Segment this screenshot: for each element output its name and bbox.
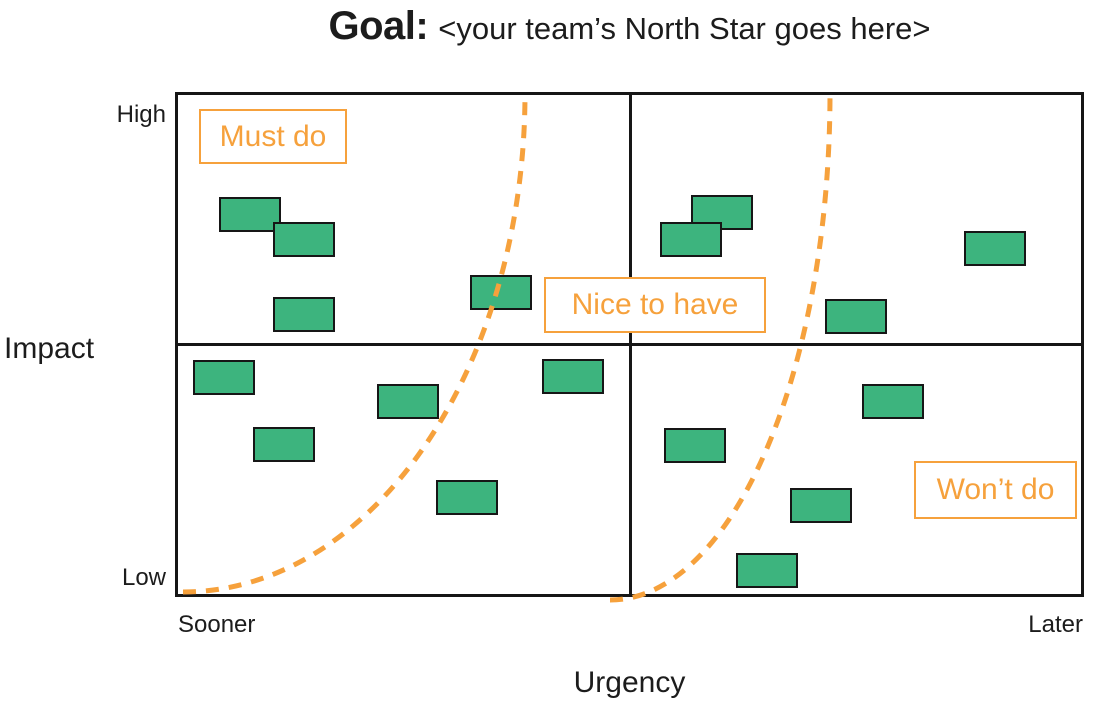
sticky-note[interactable]: [862, 384, 924, 419]
sticky-note[interactable]: [253, 427, 315, 462]
nice-to-have-label: Nice to have: [571, 288, 739, 321]
sticky-note[interactable]: [542, 359, 604, 394]
must-do-label-box[interactable]: Must do: [199, 109, 347, 164]
goal-placeholder: <your team’s North Star goes here>: [438, 11, 931, 46]
sticky-note[interactable]: [470, 275, 532, 310]
sticky-note[interactable]: [964, 231, 1026, 266]
y-axis-high-tick: High: [116, 101, 166, 128]
sticky-note[interactable]: [664, 428, 726, 463]
sticky-note[interactable]: [736, 553, 798, 588]
x-axis-later-tick: Later: [1028, 611, 1083, 638]
goal-label: Goal:: [328, 4, 429, 48]
sticky-note[interactable]: [436, 480, 498, 515]
x-axis-label: Urgency: [573, 666, 686, 699]
page-title: Goal: <your team’s North Star goes here>: [175, 4, 1084, 49]
sticky-note[interactable]: [790, 488, 852, 523]
sticky-note[interactable]: [825, 299, 887, 334]
matrix-plot-area: Must do Nice to have Won’t do: [175, 92, 1084, 597]
sticky-note[interactable]: [377, 384, 439, 419]
must-do-label: Must do: [219, 119, 327, 153]
y-axis-low-tick: Low: [121, 564, 166, 591]
sticky-note[interactable]: [193, 360, 255, 395]
y-axis-label: Impact: [4, 332, 95, 365]
nice-to-have-label-box[interactable]: Nice to have: [544, 277, 766, 333]
sticky-note[interactable]: [273, 222, 335, 257]
sticky-note[interactable]: [273, 297, 335, 332]
x-axis-sooner-tick: Sooner: [178, 611, 256, 638]
sticky-note[interactable]: [219, 197, 281, 232]
wont-do-label: Won’t do: [936, 473, 1055, 506]
sticky-note[interactable]: [660, 222, 722, 257]
wont-do-label-box[interactable]: Won’t do: [914, 461, 1077, 519]
quadrant-horizontal-divider: [178, 343, 1081, 346]
